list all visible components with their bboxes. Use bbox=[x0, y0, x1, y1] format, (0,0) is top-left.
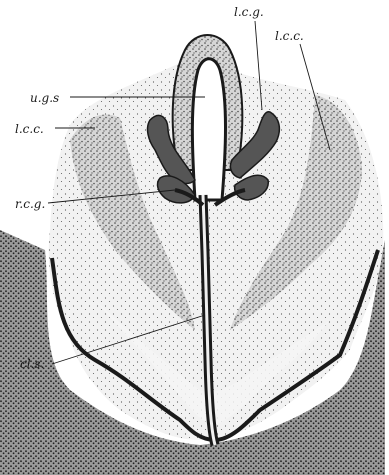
label-lcc-right: l.c.c. bbox=[275, 29, 304, 43]
label-lcg: l.c.g. bbox=[234, 5, 264, 19]
label-cls: cl.s. bbox=[20, 357, 44, 371]
label-lcc-left: l.c.c. bbox=[15, 122, 44, 136]
label-rcg: r.c.g. bbox=[15, 197, 45, 211]
urogenital-sinus-lumen bbox=[192, 59, 225, 200]
label-ugs: u.g.s bbox=[30, 91, 59, 105]
